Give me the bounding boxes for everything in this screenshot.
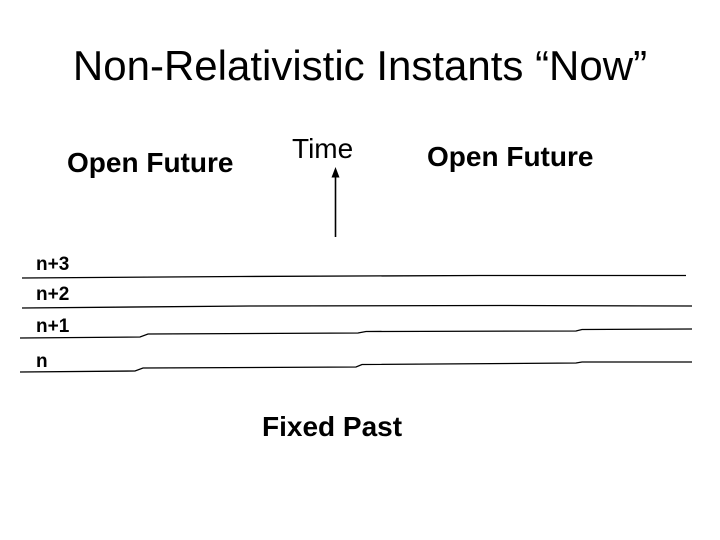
- instant-label-n-plus-2: n+2: [36, 284, 70, 305]
- open-future-left-label: Open Future: [67, 147, 234, 178]
- slide-title: Non-Relativistic Instants “Now”: [72, 42, 648, 89]
- instant-line-n-plus-2: [21, 304, 693, 309]
- instant-label-n-plus-3: n+3: [36, 254, 70, 275]
- instant-line-n-plus-1: [19, 328, 693, 339]
- instant-line-n: [19, 361, 692, 373]
- time-axis-label: Time: [292, 133, 354, 164]
- instant-label-n-plus-1: n+1: [36, 316, 70, 337]
- up-arrow-icon: [331, 167, 340, 237]
- open-future-right-label: Open Future: [427, 141, 594, 172]
- instant-label-n: n: [36, 351, 48, 372]
- fixed-past-label: Fixed Past: [262, 411, 403, 442]
- instant-line-n-plus-3: [21, 274, 686, 279]
